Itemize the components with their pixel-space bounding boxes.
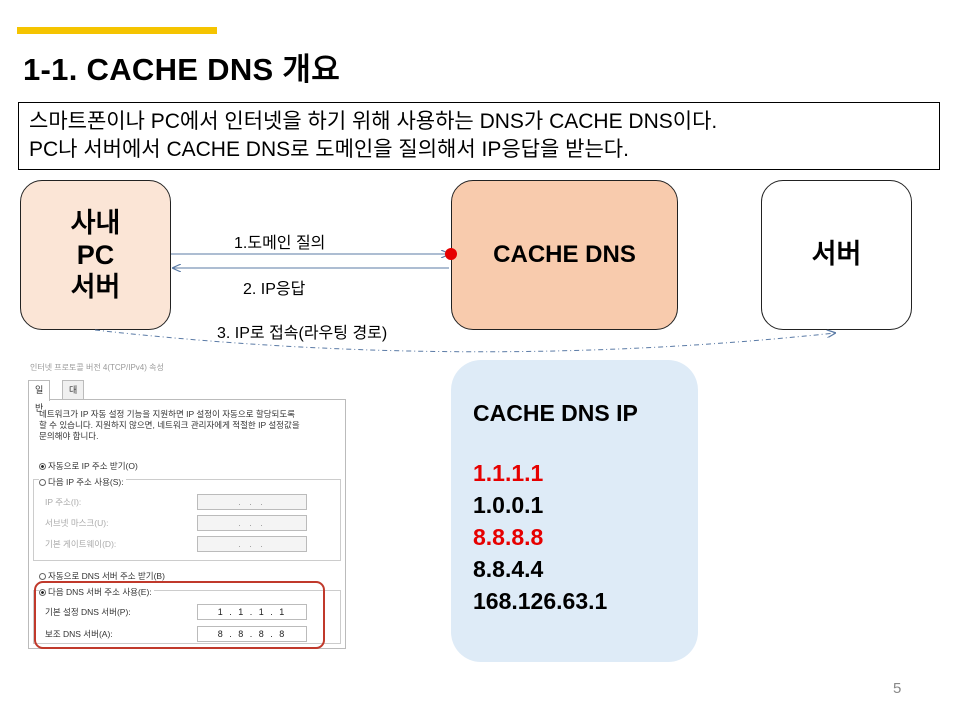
cache-dns-node: CACHE DNS (451, 180, 678, 330)
dns-primary-label: 기본 설정 DNS 서버(P): (45, 607, 131, 617)
ip-item: 1.1.1.1 (473, 460, 544, 486)
query-label: 1.도메인 질의 (234, 235, 326, 252)
dns-manual-option[interactable]: 다음 DNS 서버 주소 사용(E): (39, 586, 154, 598)
radio-checked-icon (39, 463, 46, 470)
client-label-2: PC (76, 240, 115, 270)
query-endpoint-dot (445, 248, 457, 260)
dialog-info-line: 네트워크가 IP 자동 설정 기능을 지원하면 IP 설정이 자동으로 할당되도… (39, 409, 295, 419)
routing-arrow (94, 330, 835, 353)
ip-item: 8.8.4.4 (473, 556, 544, 582)
client-label-1: 사내 (70, 208, 121, 238)
ip-box-title: CACHE DNS IP (473, 400, 638, 426)
ip-item: 1.0.0.1 (473, 492, 544, 518)
ip-item: 168.126.63.1 (473, 588, 608, 614)
dns-secondary-field[interactable]: 8 . 8 . 8 . 8 (197, 626, 307, 642)
page-title: 1-1. CACHE DNS 개요 (23, 52, 341, 87)
radio-unchecked-icon (39, 479, 46, 486)
response-label: 2. IP응답 (243, 281, 306, 298)
tab-general[interactable]: 일반 (28, 380, 51, 413)
cache-dns-label: CACHE DNS (493, 241, 636, 268)
dialog-info-line: 할 수 있습니다. 지원하지 않으면, 네트워크 관리자에게 적절한 IP 설정… (39, 420, 300, 430)
tcp-ipv4-properties-dialog: 인터넷 프로토콜 버전 4(TCP/IPv4) 속성 일반 대체 구성 네트워크… (28, 357, 346, 649)
ip-auto-option[interactable]: 자동으로 IP 주소 받기(O) (39, 460, 138, 472)
ip-address-field[interactable]: . . . (197, 494, 307, 510)
ip-item: 8.8.8.8 (473, 524, 544, 550)
dialog-panel: 네트워크가 IP 자동 설정 기능을 지원하면 IP 설정이 자동으로 할당되도… (28, 399, 346, 649)
gateway-field[interactable]: . . . (197, 536, 307, 552)
dns-settings-group (33, 590, 341, 644)
ip-auto-label: 자동으로 IP 주소 받기(O) (48, 461, 138, 471)
dns-primary-field[interactable]: 1 . 1 . 1 . 1 (197, 604, 307, 620)
client-label-3: 서버 (70, 272, 121, 302)
server-label: 서버 (811, 238, 862, 269)
ip-address-label: IP 주소(I): (45, 497, 82, 507)
ip-settings-group (33, 479, 341, 561)
description-line-1: 스마트폰이나 PC에서 인터넷을 하기 위해 사용하는 DNS가 CACHE D… (29, 110, 718, 133)
dns-manual-label: 다음 DNS 서버 주소 사용(E): (48, 587, 152, 597)
dialog-caption: 인터넷 프로토콜 버전 4(TCP/IPv4) 속성 (30, 363, 164, 372)
page-number: 5 (893, 680, 902, 697)
dns-auto-label: 자동으로 DNS 서버 주소 받기(B) (48, 571, 165, 581)
ip-manual-option[interactable]: 다음 IP 주소 사용(S): (39, 476, 126, 488)
dns-highlight-outline (34, 581, 325, 649)
ip-manual-label: 다음 IP 주소 사용(S): (48, 477, 124, 487)
description-box: 스마트폰이나 PC에서 인터넷을 하기 위해 사용하는 DNS가 CACHE D… (18, 102, 940, 170)
dns-auto-option[interactable]: 자동으로 DNS 서버 주소 받기(B) (39, 570, 165, 582)
radio-unchecked-icon (39, 573, 46, 580)
description-line-2: PC나 서버에서 CACHE DNS로 도메인을 질의해서 IP응답을 받는다. (29, 138, 629, 161)
dialog-info-line: 문의해야 합니다. (39, 431, 99, 441)
cache-dns-ip-box: CACHE DNS IP 1.1.1.1 1.0.0.1 8.8.8.8 8.8… (451, 360, 698, 662)
subnet-mask-label: 서브넷 마스크(U): (45, 518, 109, 528)
server-node: 서버 (761, 180, 912, 330)
subnet-mask-field[interactable]: . . . (197, 515, 307, 531)
tab-alternate-config[interactable]: 대체 구성 (62, 380, 85, 449)
dns-secondary-label: 보조 DNS 서버(A): (45, 629, 113, 639)
title-accent-bar (17, 27, 217, 34)
gateway-label: 기본 게이트웨이(D): (45, 539, 117, 549)
client-node: 사내 PC 서버 (20, 180, 171, 330)
routing-label: 3. IP로 접속(라우팅 경로) (217, 325, 388, 342)
